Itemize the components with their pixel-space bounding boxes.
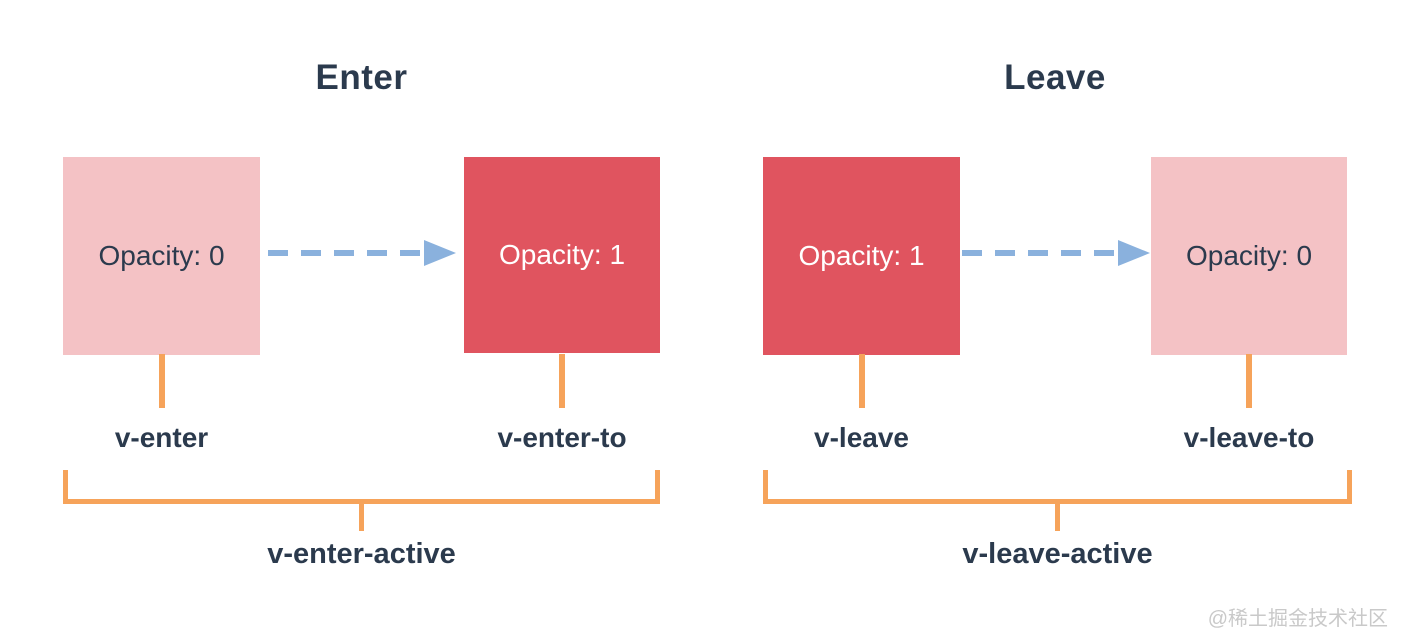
state-box-label: Opacity: 0 [98, 240, 225, 271]
section-title: Leave [1004, 58, 1106, 97]
to-state-box: Opacity: 0 [1151, 157, 1347, 355]
connector-line [859, 354, 865, 408]
from-state-box: Opacity: 0 [63, 157, 260, 355]
active-phase-bracket [763, 470, 1352, 504]
watermark: @稀土掘金技术社区 [1207, 608, 1388, 630]
connector-line [1246, 354, 1252, 408]
to-state-class-label: v-enter-to [497, 422, 627, 453]
from-state-box: Opacity: 1 [763, 157, 960, 355]
active-class-label: v-leave-active [962, 538, 1153, 570]
to-state-class-label: v-leave-to [1183, 422, 1315, 453]
connector-line [159, 354, 165, 408]
active-class-label: v-enter-active [267, 538, 456, 570]
active-phase-bracket [63, 470, 660, 504]
state-box-label: Opacity: 1 [798, 240, 925, 271]
bracket-tick [1055, 503, 1060, 531]
dashed-arrow-icon [962, 240, 1150, 266]
state-box-label: Opacity: 1 [498, 239, 626, 270]
to-state-box: Opacity: 1 [464, 157, 660, 353]
state-box-label: Opacity: 0 [1185, 240, 1313, 271]
dashed-arrow-icon [268, 240, 456, 266]
section-enter: Enter Opacity: 0 Opacity: 1 v-enter v-en… [63, 0, 660, 644]
bracket-tick [359, 503, 364, 531]
from-state-class-label: v-leave [814, 422, 909, 453]
from-state-class-label: v-enter [114, 422, 209, 453]
connector-line [559, 354, 565, 408]
section-title: Enter [315, 58, 408, 97]
section-leave: Leave Opacity: 1 Opacity: 0 v-leave v-le… [763, 0, 1352, 644]
